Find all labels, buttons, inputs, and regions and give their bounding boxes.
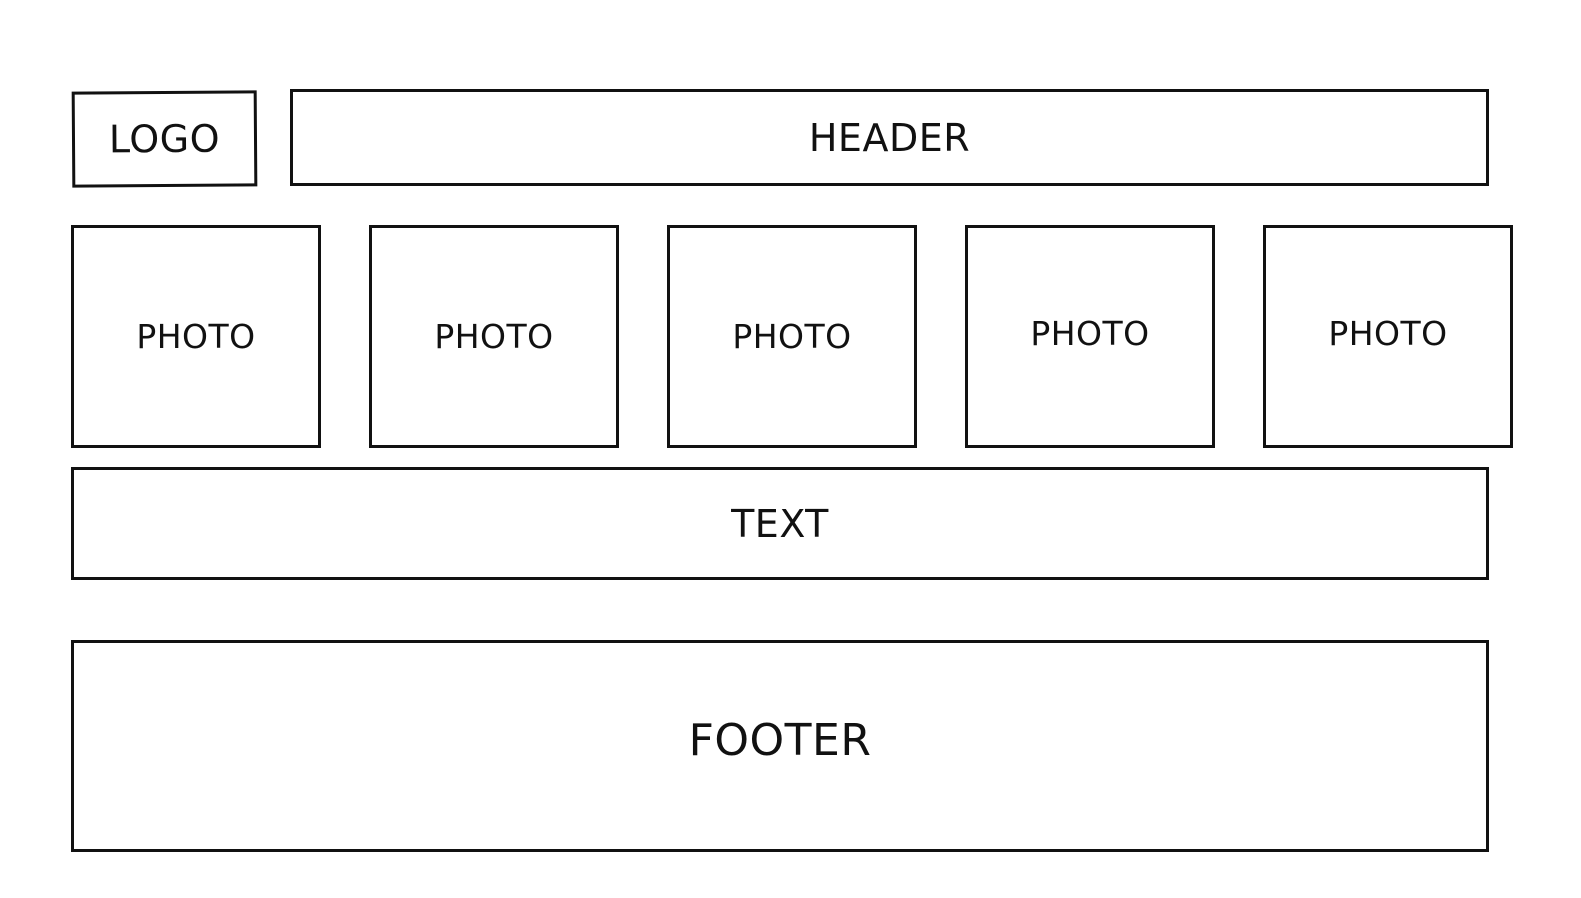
photo-label: PHOTO	[1328, 314, 1448, 353]
footer-placeholder: FOOTER	[71, 640, 1489, 852]
footer-label: FOOTER	[688, 715, 872, 766]
header-placeholder: HEADER	[290, 89, 1489, 186]
logo-label: LOGO	[108, 116, 221, 162]
photo-placeholder-4: PHOTO	[965, 225, 1215, 448]
photo-placeholder-1: PHOTO	[71, 225, 321, 448]
text-label: TEXT	[731, 501, 829, 546]
photo-placeholder-2: PHOTO	[369, 225, 619, 448]
photo-placeholder-3: PHOTO	[667, 225, 917, 448]
photo-label: PHOTO	[732, 317, 852, 356]
text-placeholder: TEXT	[71, 467, 1489, 580]
logo-placeholder: LOGO	[71, 90, 258, 188]
photo-label: PHOTO	[434, 317, 554, 356]
photo-placeholder-5: PHOTO	[1263, 225, 1513, 448]
photo-label: PHOTO	[136, 317, 256, 356]
header-label: HEADER	[808, 115, 971, 160]
photo-label: PHOTO	[1030, 314, 1150, 353]
